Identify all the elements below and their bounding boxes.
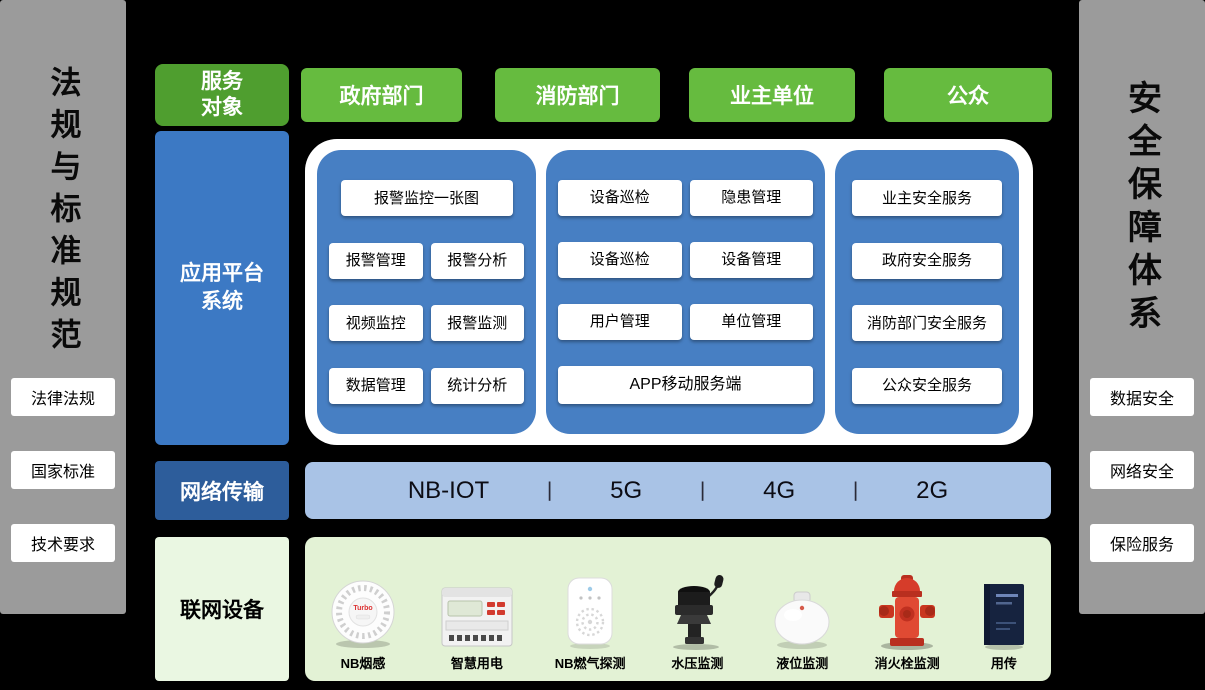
device-label: NB燃气探测 xyxy=(554,656,626,671)
connected-devices-container: Turbo NB烟感 xyxy=(305,537,1051,681)
network-separator: 丨 xyxy=(845,480,867,504)
platform-item: 报警监测 xyxy=(430,305,524,342)
smart-power-meter-icon xyxy=(438,560,516,650)
network-separator: 丨 xyxy=(539,480,561,504)
platform-item: 统计分析 xyxy=(430,367,524,404)
platform-item: 政府安全服务 xyxy=(852,242,1002,279)
fire-hydrant-monitor-icon xyxy=(874,560,940,650)
device-item: 水压监测 xyxy=(664,560,730,672)
smoke-detector-icon: Turbo xyxy=(327,560,399,650)
platform-item: 数据管理 xyxy=(329,367,423,404)
platform-column-alarm: 报警监控一张图 报警管理 报警分析 视频监控 报警监测 数据管理 统计分析 xyxy=(317,150,536,434)
connected-devices-label: 联网设备 xyxy=(155,537,289,681)
device-item: 液位监测 xyxy=(769,560,835,672)
platform-modules-container: 报警监控一张图 报警管理 报警分析 视频监控 报警监测 数据管理 统计分析 设备… xyxy=(305,139,1033,445)
platform-item: 业主安全服务 xyxy=(852,180,1002,217)
network-item-nbiot: NB-IOT xyxy=(407,476,490,504)
device-label: 消火栓监测 xyxy=(874,656,940,671)
regulations-panel: 法规与标准规范 法律法规 国家标准 技术要求 xyxy=(0,0,126,614)
regulations-panel-items: 法律法规 国家标准 技术要求 xyxy=(11,378,115,562)
platform-item-app-mobile: APP移动服务端 xyxy=(558,366,813,404)
panel-item-network-security: 网络安全 xyxy=(1090,451,1194,489)
water-pressure-sensor-icon xyxy=(664,560,730,650)
platform-item: 用户管理 xyxy=(558,304,682,340)
device-item: Turbo NB烟感 xyxy=(327,560,399,672)
platform-item: 报警管理 xyxy=(329,242,423,279)
platform-item: 报警监控一张图 xyxy=(340,180,513,217)
network-transmission-label: 网络传输 xyxy=(155,461,289,520)
application-platform-label: 应用平台系统 xyxy=(155,131,289,445)
platform-item: 隐患管理 xyxy=(689,180,813,216)
network-item-4g: 4G xyxy=(763,476,796,504)
platform-item: 设备巡检 xyxy=(558,180,682,216)
network-item-2g: 2G xyxy=(916,476,949,504)
device-item: 用传 xyxy=(979,560,1029,672)
device-label: 智慧用电 xyxy=(450,656,503,671)
device-item: NB燃气探测 xyxy=(555,560,626,672)
panel-item-technical-requirements: 技术要求 xyxy=(11,524,115,562)
device-label: 液位监测 xyxy=(776,656,829,671)
platform-item: 报警分析 xyxy=(430,242,524,279)
panel-item-insurance-service: 保险服务 xyxy=(1090,524,1194,562)
platform-item: 设备巡检 xyxy=(558,242,682,278)
network-separator: 丨 xyxy=(692,480,714,504)
service-item-owner-unit: 业主单位 xyxy=(689,68,855,122)
network-bar: NB-IOT 丨 5G 丨 4G 丨 2G xyxy=(305,462,1051,519)
service-item-public: 公众 xyxy=(884,68,1052,122)
platform-item: 消防部门安全服务 xyxy=(852,305,1002,342)
security-assurance-panel: 安全保障体系 数据安全 网络安全 保险服务 xyxy=(1079,0,1205,614)
platform-column-services: 业主安全服务 政府安全服务 消防部门安全服务 公众安全服务 xyxy=(835,150,1019,434)
device-item: 消火栓监测 xyxy=(874,560,940,672)
security-assurance-panel-title: 安全保障体系 xyxy=(1122,80,1161,338)
device-item: 智慧用电 xyxy=(438,560,516,672)
service-item-fire-department: 消防部门 xyxy=(495,68,660,122)
device-label: NB烟感 xyxy=(340,656,386,671)
platform-item: 视频监控 xyxy=(329,305,423,342)
panel-item-laws: 法律法规 xyxy=(11,378,115,416)
platform-item: 单位管理 xyxy=(689,304,813,340)
platform-column-management: 设备巡检 隐患管理 设备巡检 设备管理 用户管理 单位管理 APP移动服务端 xyxy=(546,150,825,434)
document-book-icon xyxy=(979,560,1029,650)
gas-detector-icon xyxy=(562,560,618,650)
network-item-5g: 5G xyxy=(610,476,643,504)
liquid-level-sensor-icon xyxy=(769,560,835,650)
platform-item: 设备管理 xyxy=(689,242,813,278)
panel-item-national-standards: 国家标准 xyxy=(11,451,115,489)
device-label: 水压监测 xyxy=(671,656,724,671)
panel-item-data-security: 数据安全 xyxy=(1090,378,1194,416)
device-label: 用传 xyxy=(990,656,1017,671)
service-target-label: 服务对象 xyxy=(155,64,289,126)
svg-text:Turbo: Turbo xyxy=(353,605,372,612)
security-assurance-panel-items: 数据安全 网络安全 保险服务 xyxy=(1090,378,1194,562)
regulations-panel-title: 法规与标准规范 xyxy=(45,66,81,360)
platform-item: 公众安全服务 xyxy=(852,367,1002,404)
service-item-government: 政府部门 xyxy=(301,68,462,122)
